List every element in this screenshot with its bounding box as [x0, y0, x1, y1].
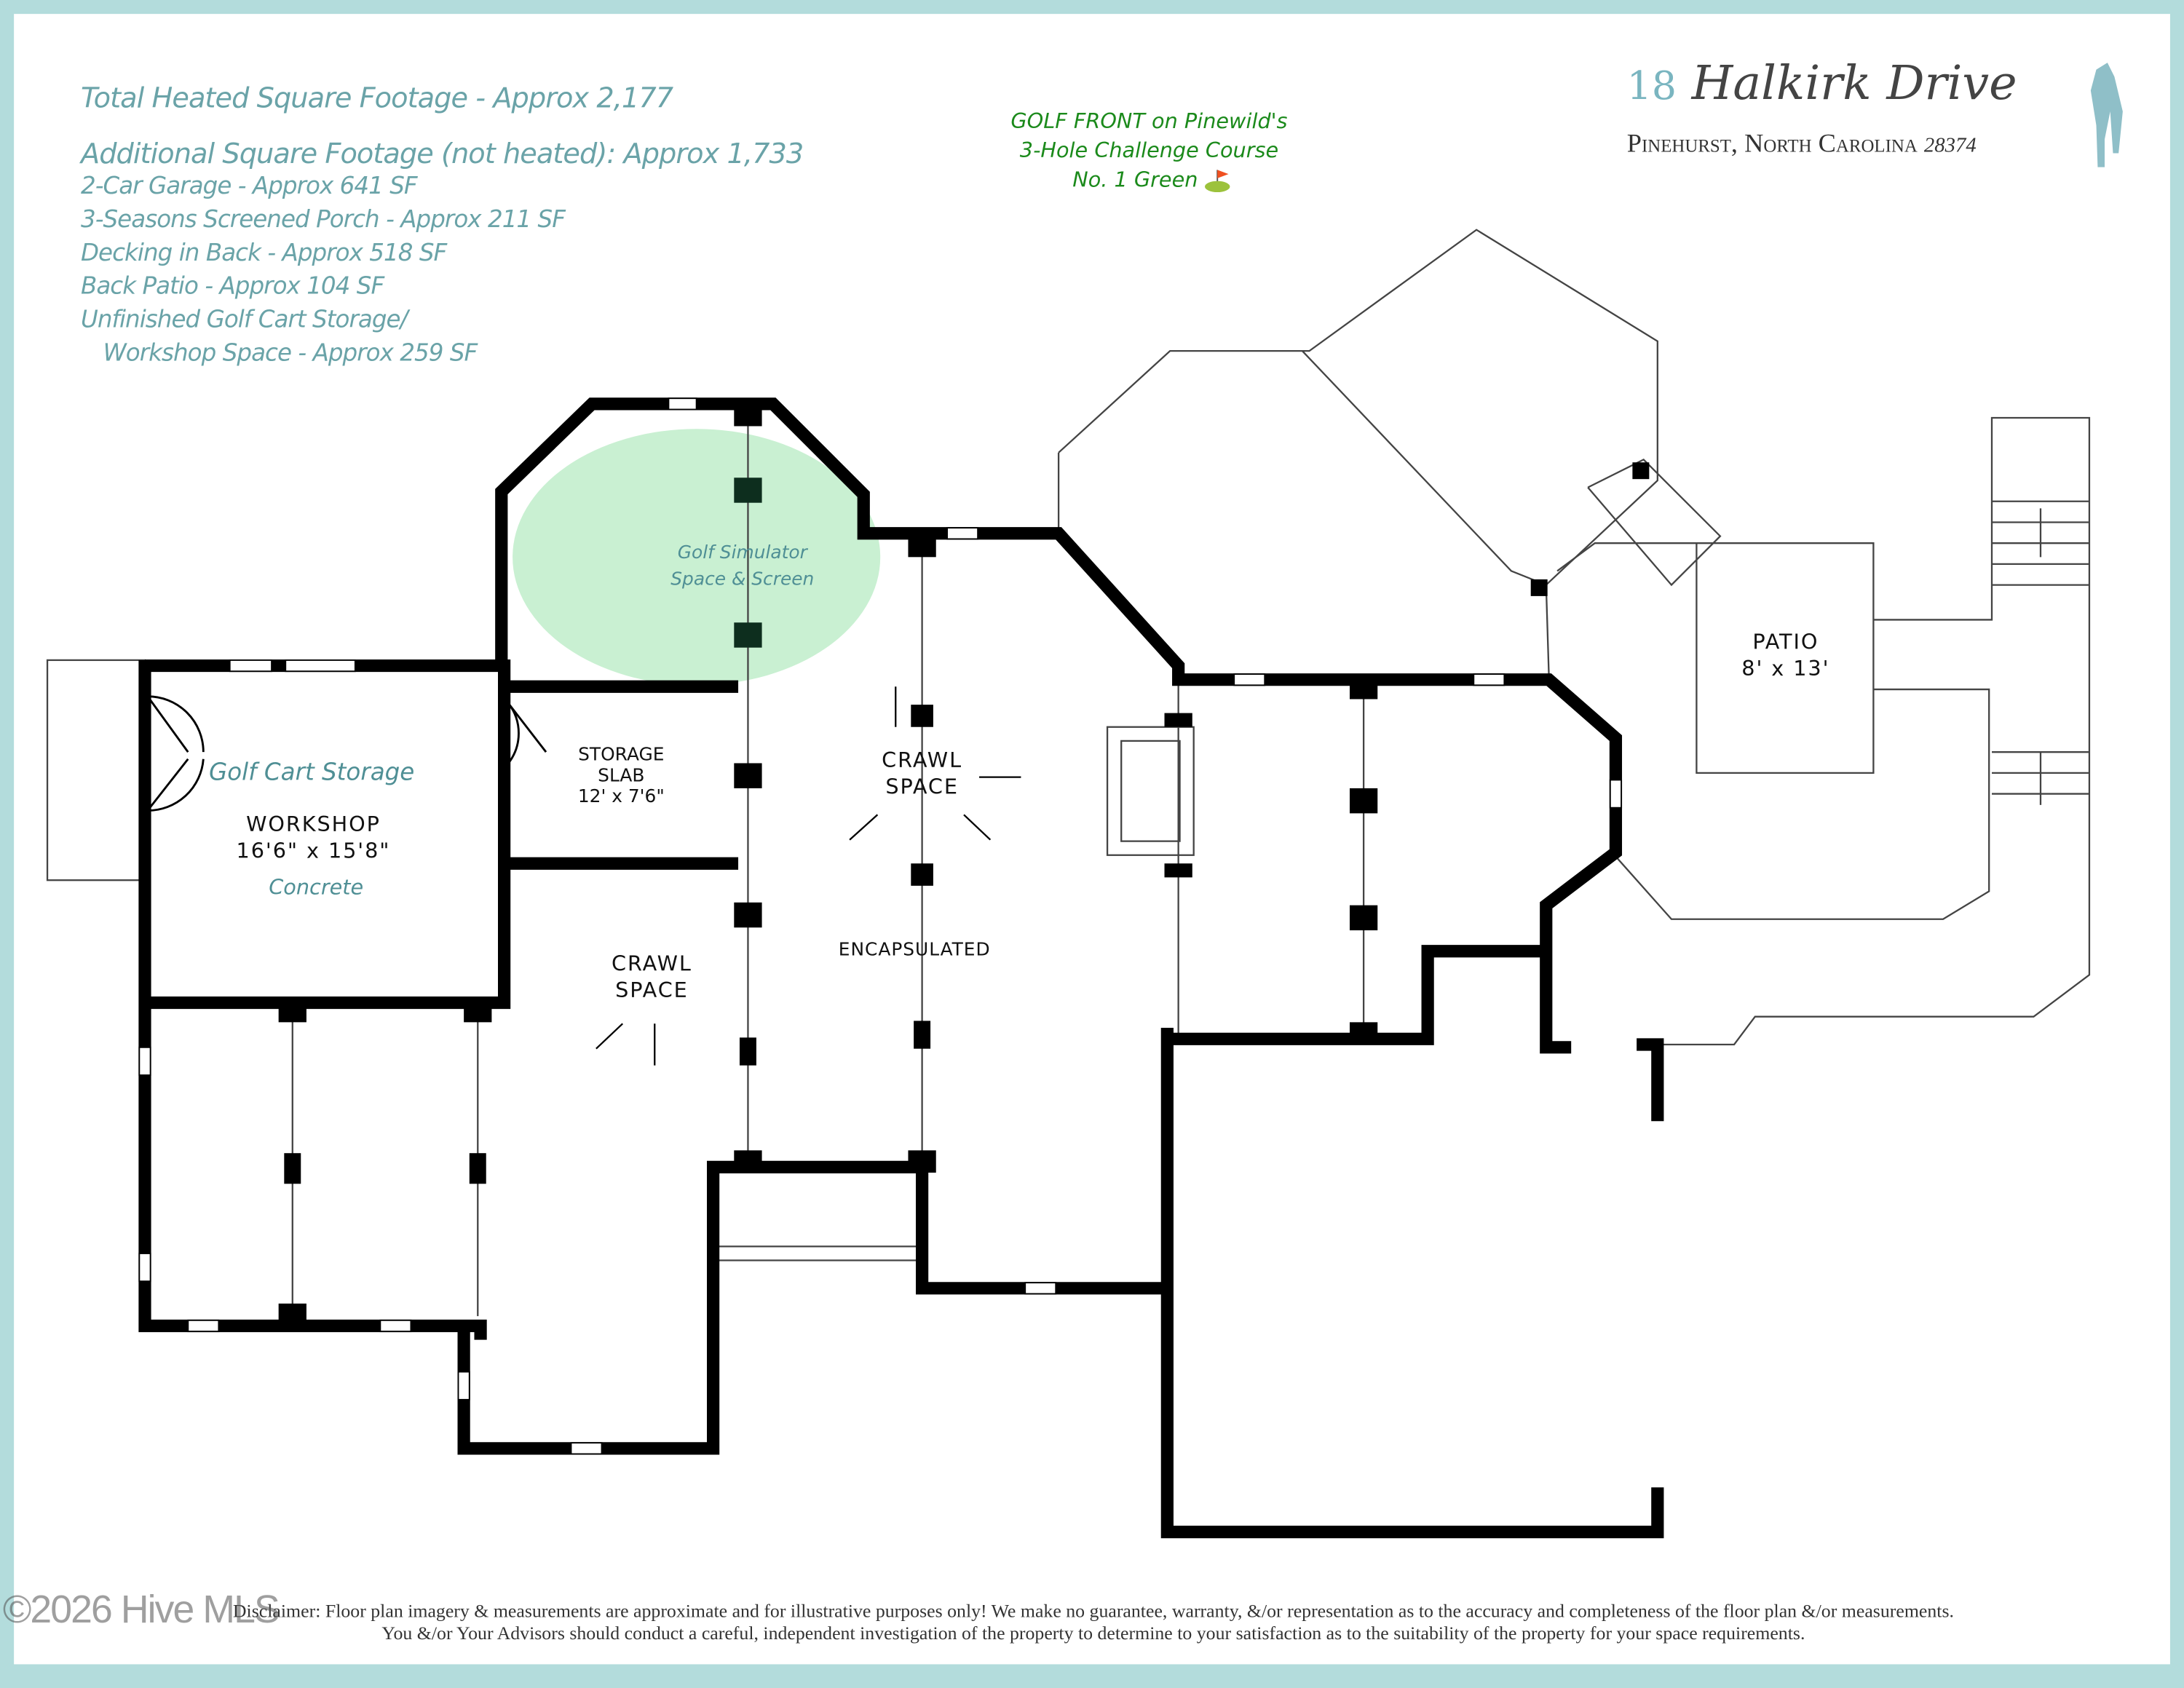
golfer-logo-icon — [2090, 63, 2123, 167]
room-label-line: SLAB — [598, 766, 645, 788]
room-label-line: PATIO — [1752, 629, 1819, 655]
room-label-line: STORAGE — [578, 745, 665, 766]
golf-simulator-area — [513, 429, 881, 686]
address-street: Halkirk Drive — [1691, 55, 2017, 112]
address-title: 18 Halkirk Drive — [1627, 56, 2017, 112]
golf-front-line: No. 1 Green — [1072, 167, 1198, 193]
crawl-arrows — [596, 686, 1021, 1066]
stat-workshop: Workshop Space - Approx 259 SF — [103, 339, 478, 368]
stat-porch: 3-Seasons Screened Porch - Approx 211 SF — [80, 206, 566, 234]
plan-sheet — [14, 14, 2170, 1665]
door-swings — [146, 695, 547, 812]
heated-sqft: Total Heated Square Footage - Approx 2,1… — [80, 80, 673, 114]
crawl-space-label-center: CRAWL SPACE — [866, 748, 978, 801]
address-city: Pinehurst, North Carolina — [1626, 129, 1918, 159]
stat-garage: 2-Car Garage - Approx 641 SF — [80, 173, 418, 201]
storage-slab-label: STORAGE SLAB 12' x 7'6" — [557, 745, 685, 808]
columns — [278, 403, 1650, 1323]
address-zip: 28374 — [1923, 135, 1977, 158]
flag-icon — [1205, 170, 1230, 193]
patio-label: PATIO 8' x 13' — [1727, 630, 1844, 683]
room-label-line: CRAWL — [882, 748, 963, 773]
golf-front-line: 3-Hole Challenge Course — [1019, 138, 1279, 163]
golf-front-line: GOLF FRONT on Pinewild's — [1010, 108, 1288, 134]
room-label-line: CRAWL — [611, 951, 692, 977]
walls — [138, 397, 1664, 1539]
golf-sim-label: Golf Simulator Space & Screen — [666, 540, 819, 593]
stat-cart-storage: Unfinished Golf Cart Storage/ — [80, 306, 408, 335]
concrete-label: Concrete — [269, 874, 364, 900]
room-label-line: 12' x 7'6" — [577, 787, 665, 808]
crawl-space-label-lower: CRAWL SPACE — [596, 951, 708, 1005]
room-label-line: SPACE — [885, 774, 959, 800]
room-label-line: 16'6" x 15'8" — [236, 838, 391, 864]
address-city-line: Pinehurst, North Carolina 28374 — [1627, 130, 1977, 160]
room-label-line: WORKSHOP — [246, 812, 381, 837]
disclaimer-line: You &/or Your Advisors should conduct a … — [381, 1622, 1805, 1644]
room-label-line: Space & Screen — [670, 569, 815, 591]
address-number: 18 — [1626, 63, 1677, 109]
disclaimer-line: Disclaimer: Floor plan imagery & measure… — [232, 1600, 1955, 1622]
room-label-line: 8' x 13' — [1741, 656, 1830, 681]
encapsulated-label: ENCAPSULATED — [838, 940, 991, 962]
golf-front-note: GOLF FRONT on Pinewild's 3-Hole Challeng… — [975, 107, 1323, 195]
windows — [138, 397, 1623, 1455]
disclaimer: Disclaimer: Floor plan imagery & measure… — [98, 1600, 2089, 1644]
golf-cart-storage-label: Golf Cart Storage — [208, 758, 415, 788]
stat-patio: Back Patio - Approx 104 SF — [80, 273, 384, 301]
watermark: ©2026 Hive MLS — [2, 1588, 280, 1631]
workshop-label: WORKSHOP 16'6" x 15'8" — [209, 812, 418, 865]
room-label-line: Golf Simulator — [677, 543, 807, 564]
additional-sqft: Additional Square Footage (not heated): … — [80, 136, 804, 170]
room-label-line: SPACE — [615, 978, 689, 1003]
stat-decking: Decking in Back - Approx 518 SF — [80, 239, 447, 268]
